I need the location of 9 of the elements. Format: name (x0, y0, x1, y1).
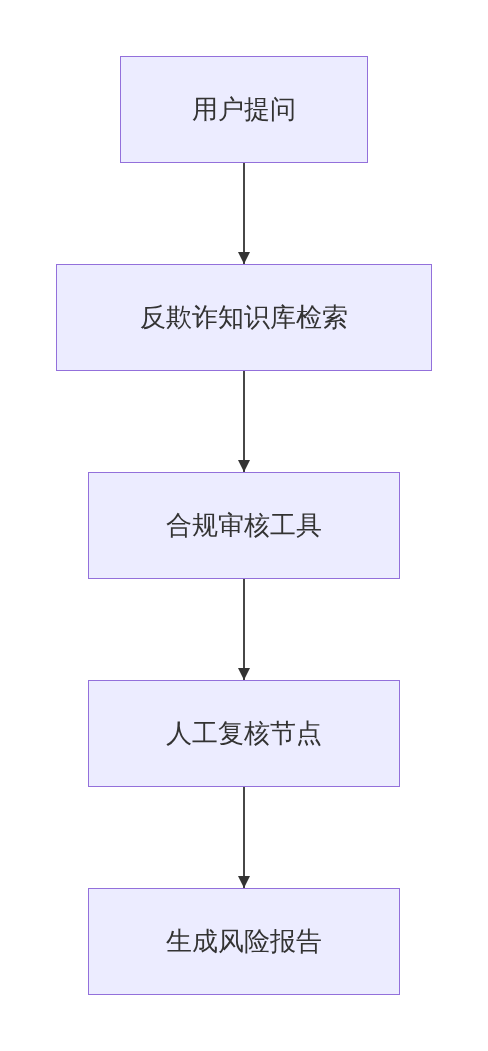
arrow (238, 786, 250, 889)
process-box: 人工复核节点 (88, 680, 400, 787)
arrow (238, 162, 250, 265)
arrow (238, 370, 250, 473)
arrow (238, 578, 250, 681)
process-box: 反欺诈知识库检索 (56, 264, 432, 371)
process-box: 生成风险报告 (88, 888, 400, 995)
process-box: 用户提问 (120, 56, 368, 163)
process-box: 合规审核工具 (88, 472, 400, 579)
